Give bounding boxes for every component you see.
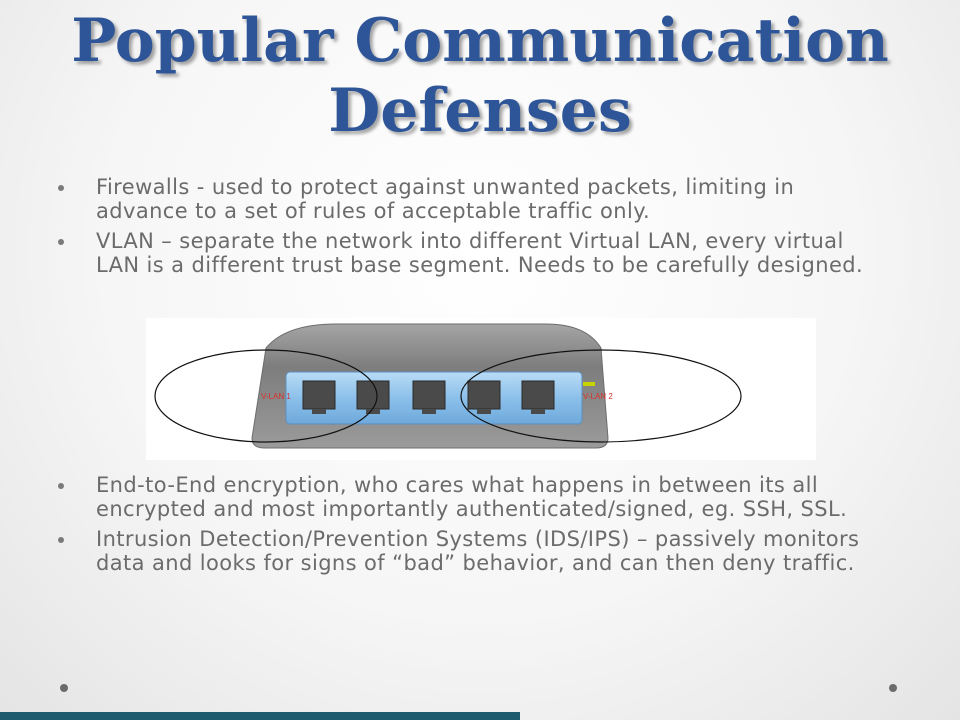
bullet-dot-icon	[58, 239, 64, 245]
corner-dot-left-icon	[60, 684, 68, 692]
port-1-icon	[302, 380, 336, 414]
bullet-item-ids-ips: Intrusion Detection/Prevention Systems (…	[58, 527, 893, 575]
port-3-icon	[412, 380, 446, 414]
status-led-icon	[583, 382, 595, 386]
bullet-text: Firewalls - used to protect against unwa…	[96, 175, 795, 223]
bullet-list-bottom: End-to-End encryption, who cares what ha…	[58, 473, 893, 581]
vlan2-boundary	[460, 349, 742, 443]
slide-title-line1: Popular Communication	[71, 6, 889, 76]
slide-title: Popular Communication Defenses	[0, 6, 960, 146]
vlan1-label: V-LAN 1	[261, 392, 291, 401]
bullet-list-top: Firewalls - used to protect against unwa…	[58, 175, 893, 283]
corner-dot-right-icon	[889, 684, 897, 692]
bullet-text: Intrusion Detection/Prevention Systems (…	[96, 527, 860, 575]
bullet-item-firewalls: Firewalls - used to protect against unwa…	[58, 175, 893, 223]
bullet-dot-icon	[58, 185, 64, 191]
bullet-dot-icon	[58, 537, 64, 543]
port-4-icon	[467, 380, 501, 414]
port-5-icon	[521, 380, 555, 414]
bullet-text: VLAN – separate the network into differe…	[96, 229, 864, 277]
slide-title-line2: Defenses	[328, 76, 632, 146]
bullet-text: End-to-End encryption, who cares what ha…	[96, 473, 848, 521]
vlan2-label: V-LAN 2	[583, 392, 613, 401]
bullet-item-vlan: VLAN – separate the network into differe…	[58, 229, 893, 277]
bullet-item-encryption: End-to-End encryption, who cares what ha…	[58, 473, 893, 521]
vlan1-boundary	[154, 349, 378, 443]
bullet-dot-icon	[58, 483, 64, 489]
vlan-switch-diagram: V-LAN 1 V-LAN 2	[146, 318, 816, 460]
bottom-accent-bar	[0, 712, 520, 720]
